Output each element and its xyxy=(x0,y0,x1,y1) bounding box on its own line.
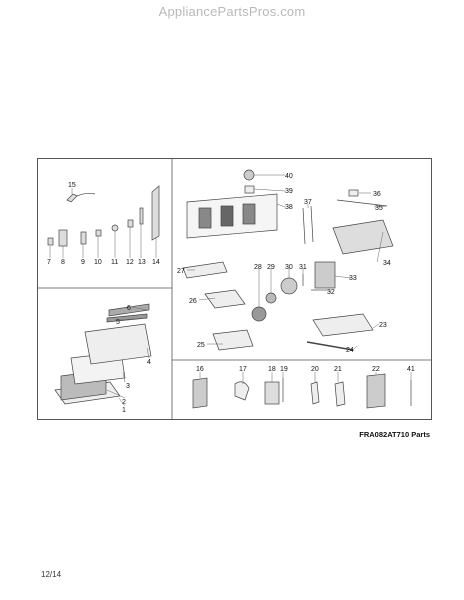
part-37-rail[interactable] xyxy=(302,207,306,245)
part-5-louver[interactable] xyxy=(106,313,148,323)
part-34-cabinet[interactable] xyxy=(332,219,394,255)
label-37: 37 xyxy=(304,199,312,206)
part-4-front-panel[interactable] xyxy=(84,323,152,365)
part-33-fan-shroud[interactable] xyxy=(314,261,336,289)
part-15-power-cord[interactable] xyxy=(66,193,78,203)
parts-group-sealed-system xyxy=(192,373,412,409)
part-6-louver-set[interactable] xyxy=(108,303,150,317)
part-17-tubing[interactable] xyxy=(234,381,250,401)
part-9-switch[interactable] xyxy=(80,231,87,245)
part-12-relay[interactable] xyxy=(127,219,134,228)
label-24: 24 xyxy=(346,347,354,354)
part-7-knob[interactable] xyxy=(47,237,54,246)
part-10-capacitor-clip[interactable] xyxy=(95,229,102,237)
label-11: 11 xyxy=(111,259,118,266)
part-8-bracket[interactable] xyxy=(58,229,68,247)
label-4: 4 xyxy=(147,359,151,366)
label-12: 12 xyxy=(126,259,134,266)
label-29: 29 xyxy=(267,264,275,271)
label-41: 41 xyxy=(407,366,415,373)
part-13-pin[interactable] xyxy=(139,207,144,225)
label-23: 23 xyxy=(379,322,387,329)
part-39-clip[interactable] xyxy=(244,185,255,194)
label-1: 1 xyxy=(122,407,126,414)
parts-group-controls xyxy=(47,185,160,247)
label-19: 19 xyxy=(280,366,288,373)
label-17: 17 xyxy=(239,366,247,373)
part-26-scroll[interactable] xyxy=(204,289,246,309)
label-18: 18 xyxy=(268,366,276,373)
part-23-drain-pan[interactable] xyxy=(312,313,374,337)
label-2: 2 xyxy=(122,399,126,406)
label-14: 14 xyxy=(152,259,160,266)
part-25-base-pan[interactable] xyxy=(212,329,254,351)
label-3: 3 xyxy=(126,383,130,390)
label-13: 13 xyxy=(138,259,146,266)
label-8: 8 xyxy=(61,259,65,266)
part-36-bracket[interactable] xyxy=(348,189,359,197)
part-11-sensor[interactable] xyxy=(111,224,119,232)
parts-group-front xyxy=(54,303,152,405)
label-40: 40 xyxy=(285,173,293,180)
site-header[interactable]: AppliancePartsPros.com xyxy=(158,4,306,19)
label-5: 5 xyxy=(116,319,120,326)
label-15: 15 xyxy=(68,182,76,189)
label-21: 21 xyxy=(334,366,342,373)
part-40-fan-knob[interactable] xyxy=(243,169,255,181)
part-24-seal[interactable] xyxy=(306,341,354,351)
label-20: 20 xyxy=(311,366,319,373)
diagram-caption: FRA082AT710 Parts xyxy=(359,430,430,439)
part-20-capillary[interactable] xyxy=(310,381,320,405)
part-16-evaporator[interactable] xyxy=(192,377,208,409)
part-27-duct[interactable] xyxy=(182,261,228,279)
exploded-parts-diagram: 15 7 8 9 10 11 12 13 14 1 2 3 4 5 6 xyxy=(37,158,432,420)
label-7: 7 xyxy=(47,259,51,266)
label-16: 16 xyxy=(196,366,204,373)
parts-group-chassis xyxy=(182,169,394,351)
label-31: 31 xyxy=(299,264,307,271)
label-32: 32 xyxy=(327,289,335,296)
label-9: 9 xyxy=(81,259,85,266)
part-21-discharge-line[interactable] xyxy=(334,381,346,407)
label-28: 28 xyxy=(254,264,262,271)
part-35-rod[interactable] xyxy=(336,199,388,207)
part-22-condenser[interactable] xyxy=(366,373,386,409)
part-29-motor[interactable] xyxy=(265,292,277,304)
label-6: 6 xyxy=(127,305,131,312)
label-26: 26 xyxy=(189,298,197,305)
part-28-blower-wheel[interactable] xyxy=(251,306,267,322)
label-35: 35 xyxy=(375,205,383,212)
label-30: 30 xyxy=(285,264,293,271)
label-22: 22 xyxy=(372,366,380,373)
page-number: 12/14 xyxy=(41,570,62,579)
part-14-control-panel[interactable] xyxy=(151,185,160,241)
label-38: 38 xyxy=(285,204,293,211)
part-18-compressor[interactable] xyxy=(264,381,280,405)
label-39: 39 xyxy=(285,188,293,195)
label-36: 36 xyxy=(373,191,381,198)
label-27: 27 xyxy=(177,268,185,275)
label-25: 25 xyxy=(197,342,205,349)
label-33: 33 xyxy=(349,275,357,282)
diagram-frame xyxy=(37,158,432,420)
label-10: 10 xyxy=(94,259,102,266)
label-34: 34 xyxy=(383,260,391,267)
part-30-fan-blade[interactable] xyxy=(280,277,298,295)
